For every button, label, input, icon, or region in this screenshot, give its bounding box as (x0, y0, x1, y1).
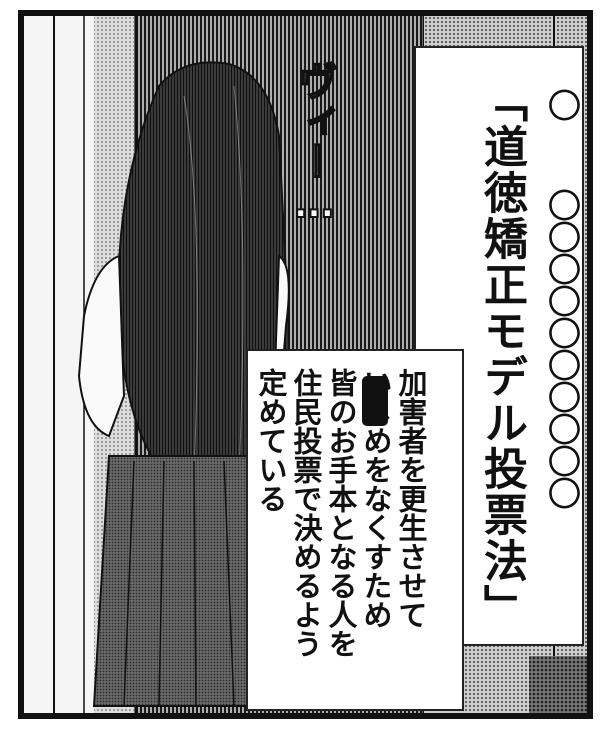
sound-effect-buzz: ヴィー… (290, 60, 338, 228)
explanation-caption-box (246, 349, 464, 711)
law-title: 「道徳矯正モデル投票法」 (476, 78, 527, 630)
placeholder-circle-top: 〇 (541, 88, 581, 124)
caption-line-3: 皆のお手本となる人を (324, 368, 358, 658)
placeholder-circles: 〇〇〇〇〇〇〇〇〇〇 (541, 188, 581, 508)
caption-line-5: 定めている (254, 368, 288, 513)
panel-gutter (0, 0, 607, 10)
shirt-left (77, 254, 126, 438)
caption-line-1: 加害者を更生させて (394, 368, 428, 629)
redaction-mark (362, 376, 388, 426)
caption-line-4: 住民投票で決めるよう (289, 368, 323, 658)
panel-frame: ヴィー… 「道徳矯正モデル投票法」 〇 〇〇〇〇〇〇〇〇〇〇 加害者を更生させて… (18, 10, 593, 719)
